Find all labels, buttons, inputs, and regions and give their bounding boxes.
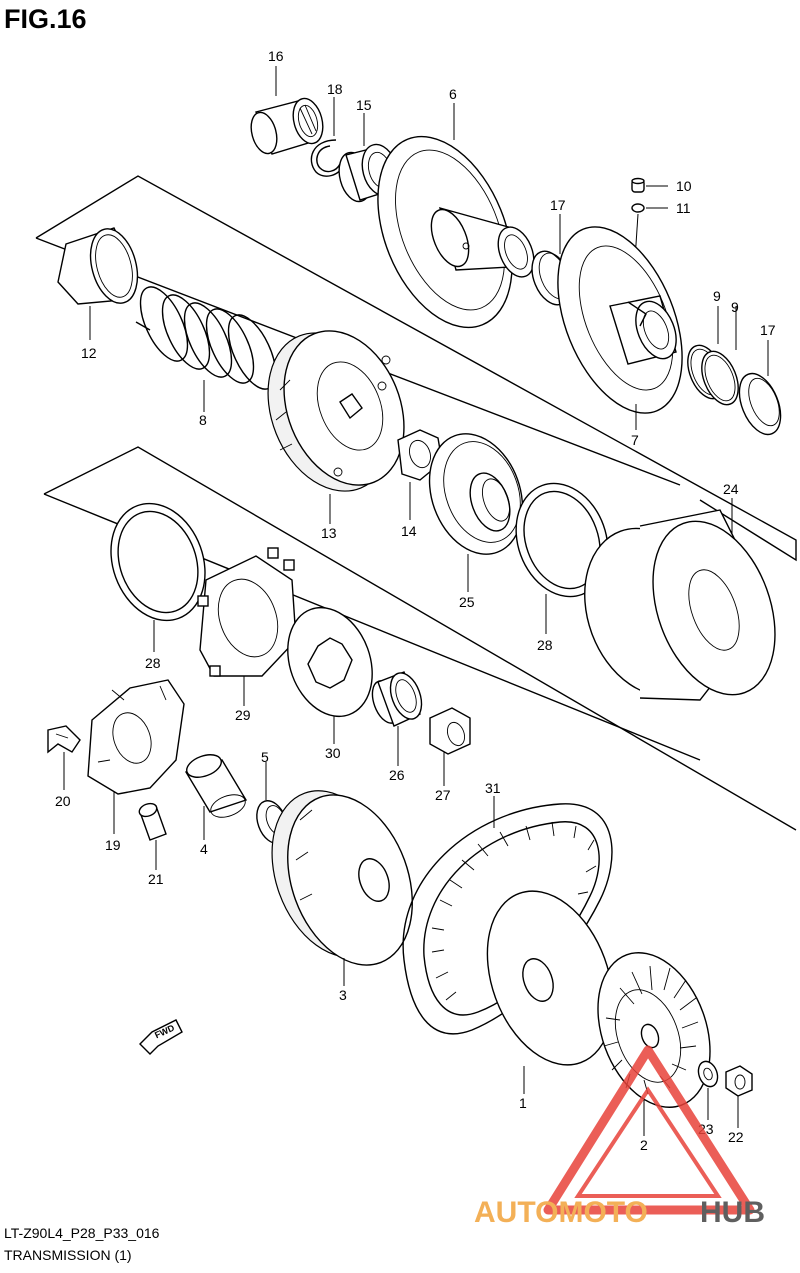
figure-title: FIG.16 (4, 4, 87, 34)
part-25-clutch-cover (428, 433, 524, 555)
upper-assembly-outline (35, 175, 797, 562)
label-1: 1 (519, 1095, 527, 1111)
part-18-circlip (310, 139, 345, 177)
label-12: 12 (81, 345, 97, 361)
part-22-nut (725, 1065, 753, 1097)
part-27-collar (429, 707, 471, 755)
part-3-movable-drive-face (271, 790, 413, 966)
part-28-washer-a (110, 502, 206, 622)
label-25: 25 (459, 594, 475, 610)
label-26: 26 (389, 767, 405, 783)
label-2: 2 (640, 1137, 648, 1153)
part-12-spring-seat (57, 227, 139, 305)
label-20: 20 (55, 793, 71, 809)
part-13-clutch-shoe-assembly (267, 330, 405, 492)
watermark-part1: AUTOMOTO (474, 1196, 648, 1229)
part-17-oil-seal-b (738, 372, 782, 436)
label-7: 7 (631, 432, 639, 448)
label-17b: 17 (760, 322, 776, 338)
label-10: 10 (676, 178, 692, 194)
label-21: 21 (148, 871, 164, 887)
label-30: 30 (325, 745, 341, 761)
label-4: 4 (200, 841, 208, 857)
part-2-cooling-fan (597, 952, 711, 1108)
part-7-secondary-movable-sheave (557, 226, 683, 414)
part-16-needle-bearing (250, 97, 324, 155)
watermark-part2: HUB (700, 1196, 765, 1229)
label-19: 19 (105, 837, 121, 853)
part-28-washer-b (515, 482, 609, 598)
part-23-washer (697, 1060, 719, 1088)
label-9b: 9 (731, 299, 739, 315)
part-21-roller (138, 802, 167, 841)
part-8-compression-spring (135, 286, 277, 390)
part-30-thrust-disc (287, 606, 373, 718)
label-28a: 28 (145, 655, 161, 671)
label-31: 31 (485, 780, 501, 796)
label-14: 14 (401, 523, 417, 539)
label-6: 6 (449, 86, 457, 102)
part-9-o-ring-b (701, 350, 739, 406)
label-5: 5 (261, 749, 269, 765)
part-10-pin (631, 177, 645, 193)
part-4-sleeve (184, 754, 248, 818)
leader-lines (63, 66, 769, 1136)
label-27: 27 (435, 787, 451, 803)
fwd-direction-badge: FWD (139, 1019, 183, 1055)
part-31-v-belt (402, 803, 613, 1035)
figure-code: LT-Z90L4_P28_P33_016 (4, 1225, 160, 1241)
label-17a: 17 (550, 197, 566, 213)
part-6-secondary-fixed-sheave (377, 135, 535, 329)
part-29-lock-plate (197, 547, 297, 677)
part-24-clutch-drum (584, 509, 776, 701)
label-16: 16 (268, 48, 284, 64)
part-1-fixed-drive-face (486, 890, 614, 1066)
part-11-o-ring (631, 203, 645, 213)
automotohub-watermark: AUTOMOTO HUB (474, 1045, 765, 1229)
part-19-ramp-plate (87, 679, 185, 795)
part-20-clip (47, 725, 81, 754)
label-22: 22 (728, 1129, 744, 1145)
label-29: 29 (235, 707, 251, 723)
label-24: 24 (723, 481, 739, 497)
label-8: 8 (199, 412, 207, 428)
label-11: 11 (676, 200, 691, 216)
label-18: 18 (327, 81, 343, 97)
label-9a: 9 (713, 288, 721, 304)
part-26-bushing (371, 671, 423, 727)
middle-assembly-outline (43, 446, 797, 831)
label-3: 3 (339, 987, 347, 1003)
label-13: 13 (321, 525, 337, 541)
label-15: 15 (356, 97, 372, 113)
section-title: TRANSMISSION (1) (4, 1247, 132, 1263)
label-28b: 28 (537, 637, 553, 653)
